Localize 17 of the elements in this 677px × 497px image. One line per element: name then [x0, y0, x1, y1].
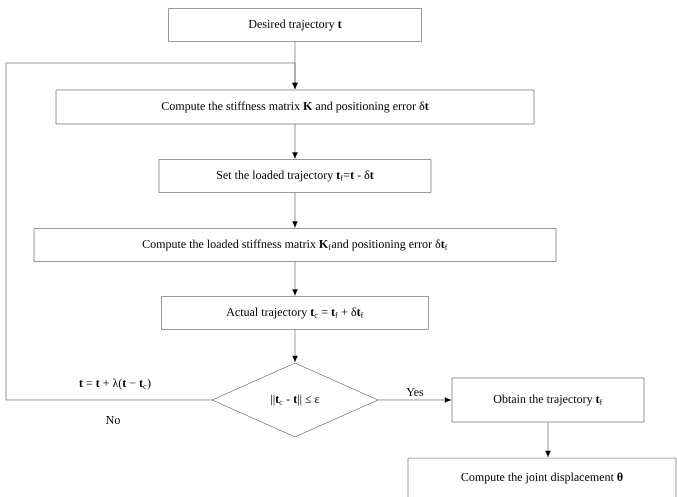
process-box: Compute the stiffness matrix K and positioning error δt: [56, 90, 534, 124]
arrow: [6, 62, 298, 400]
edge-label: t = t + λ(t − t$_{c}$): [78, 377, 152, 390]
process-box: Obtain the trajectory t$_{f}$: [452, 378, 644, 422]
arrow: [378, 397, 452, 403]
process-box: Desired trajectory t: [168, 8, 422, 42]
process-box: Compute the joint displacement θ: [408, 458, 676, 497]
process-box: Actual trajectory t$_{c}$ = t$_{f}$ + δt$_{f}$: [161, 296, 429, 330]
edge-label: Yes: [405, 387, 425, 397]
process-box: Compute the loaded stiffness matrix K$_{f}$and positioning error δt$_{f}$: [34, 228, 556, 262]
process-box: Set the loaded trajectory t$_{f}$=t - δt: [158, 159, 432, 193]
arrow: [292, 124, 298, 159]
arrow: [292, 261, 298, 296]
arrow: [292, 329, 298, 362]
arrow: [292, 192, 298, 228]
branch-label: No: [106, 416, 120, 424]
arrow: [545, 422, 551, 458]
